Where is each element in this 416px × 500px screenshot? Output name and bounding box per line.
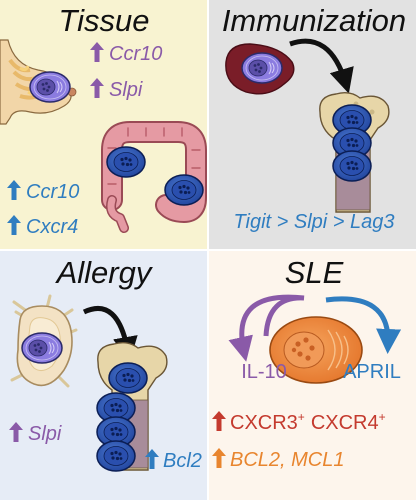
sle-right-cytokine: APRIL: [343, 361, 401, 383]
immunization-title: Immunization: [222, 3, 406, 38]
immunization-ranking: Tigit > Slpi > Lag3: [233, 211, 394, 233]
horizontal-divider: [0, 249, 416, 251]
sle-receptor-1-sup: +: [298, 410, 305, 424]
b-cell-icon: [108, 362, 148, 394]
tissue-gene-blue-2: Cxcr4: [26, 216, 78, 238]
tissue-title: Tissue: [58, 3, 149, 38]
b-cell-icon: [96, 440, 136, 472]
sle-receptor-2: CXCR4: [311, 412, 379, 434]
allergy-gene-blue: Bcl2: [163, 450, 202, 472]
b-cell-icon: [106, 146, 146, 178]
curved-arrow-icon: [289, 38, 354, 94]
curved-arrow-icon: [82, 305, 138, 362]
sle-genes-orange: BCL2, MCL1: [230, 449, 345, 471]
sle-title: SLE: [285, 255, 344, 290]
sle-left-cytokine: IL-10: [241, 361, 287, 383]
sle-receptor-1: CXCR3: [230, 412, 298, 434]
sle-receptors: CXCR3+CXCR4+: [230, 410, 386, 434]
b-cell-icon: [164, 174, 204, 206]
curved-arrow-icon: [228, 294, 305, 362]
tissue-gene-purple-1: Ccr10: [109, 43, 162, 65]
b-cell-icon: [332, 150, 372, 182]
plasma-cell-icon: [21, 332, 63, 364]
plasma-cell-icon: [241, 52, 283, 84]
curved-arrow-icon: [325, 296, 402, 354]
tissue-gene-purple-2: Slpi: [109, 79, 143, 101]
allergy-title: Allergy: [55, 255, 154, 290]
colon-icon: [101, 121, 207, 233]
plasma-cell-icon: [29, 71, 71, 103]
allergy-gene-purple: Slpi: [28, 423, 62, 445]
cell-icon: [269, 316, 363, 384]
sle-receptor-2-sup: +: [379, 410, 386, 424]
tissue-gene-blue-1: Ccr10: [26, 181, 79, 203]
